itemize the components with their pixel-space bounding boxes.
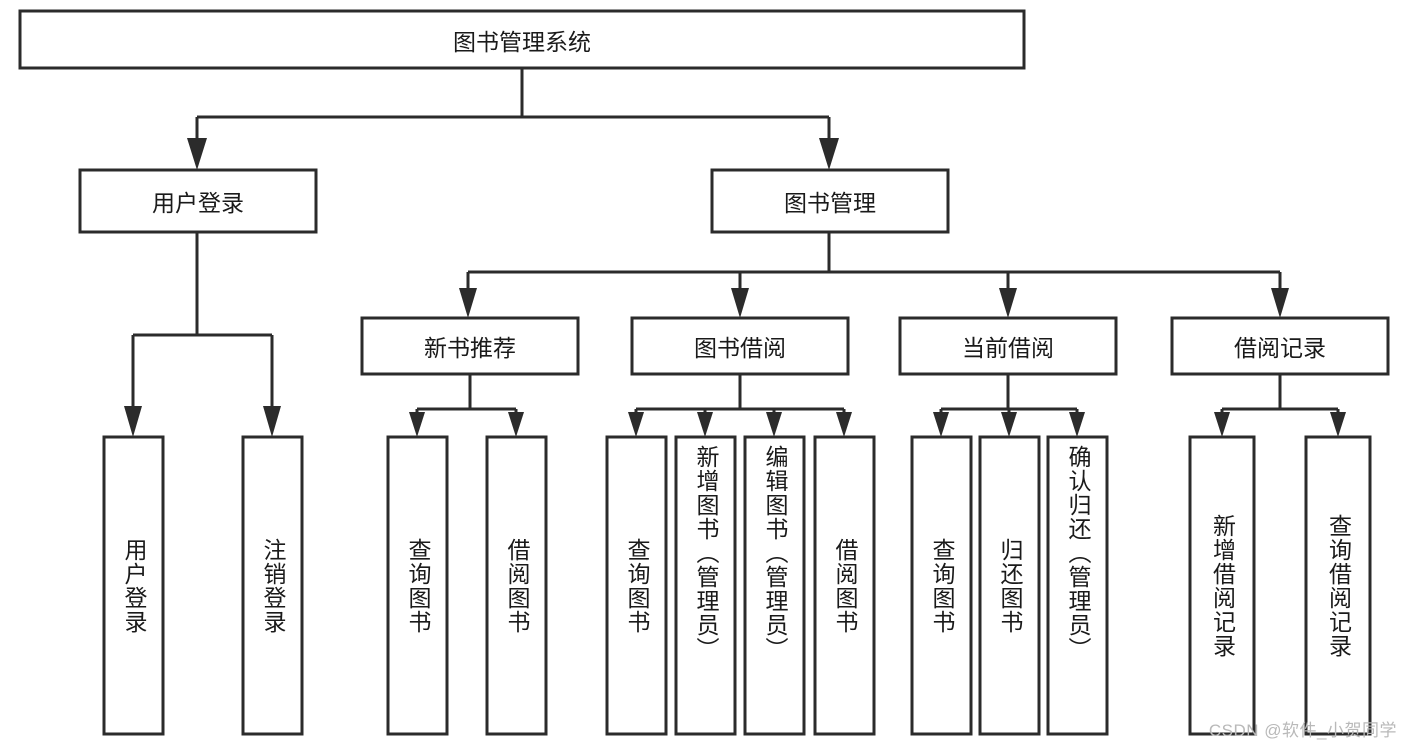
arrowhead-to-new-book xyxy=(459,288,477,318)
arrowhead-br-leaf-2 xyxy=(1330,412,1346,437)
arrowhead-bb-leaf-4 xyxy=(836,412,852,437)
arrowhead-br-leaf-1 xyxy=(1214,412,1230,437)
node-box-leaf-new-book-2[interactable] xyxy=(485,435,548,736)
arrowhead-leaf-user-login-1 xyxy=(124,406,142,437)
arrowhead-cb-leaf-2 xyxy=(1001,412,1017,437)
connector-group-user-login-to-leaves xyxy=(124,232,281,437)
node-box-leaf-user-login-2[interactable] xyxy=(241,435,304,736)
node-box-new-book-recommend[interactable] xyxy=(360,316,580,376)
node-box-leaf-user-login-1[interactable] xyxy=(102,435,165,736)
arrowhead-nb-leaf-1 xyxy=(409,412,425,437)
node-box-leaf-borrow-records-1[interactable] xyxy=(1188,435,1256,736)
arrowhead-leaf-user-login-2 xyxy=(263,406,281,437)
connector-group-book-manage-to-level2 xyxy=(459,232,1289,318)
arrowhead-to-borrow-records xyxy=(1271,288,1289,318)
node-box-book-manage[interactable] xyxy=(710,168,950,234)
arrowhead-bb-leaf-1 xyxy=(628,412,644,437)
arrowhead-cb-leaf-3 xyxy=(1069,412,1085,437)
connector-group-new-book-to-leaves xyxy=(409,374,524,437)
connector-group-book-borrow-to-leaves xyxy=(628,374,852,437)
node-box-book-borrow[interactable] xyxy=(630,316,850,376)
node-box-leaf-book-borrow-1[interactable] xyxy=(605,435,668,736)
arrowhead-to-book-manage xyxy=(819,138,839,170)
node-box-leaf-current-borrow-1[interactable] xyxy=(910,435,973,736)
arrowhead-to-user-login xyxy=(187,138,207,170)
node-box-leaf-new-book-1[interactable] xyxy=(386,435,449,736)
node-box-leaf-current-borrow-2[interactable] xyxy=(978,435,1041,736)
arrowhead-bb-leaf-2 xyxy=(697,412,713,437)
connector-group-current-borrow-to-leaves xyxy=(933,374,1085,437)
node-box-leaf-borrow-records-2[interactable] xyxy=(1304,435,1372,736)
connector-group-root-to-level1 xyxy=(187,68,839,170)
node-box-current-borrow[interactable] xyxy=(898,316,1118,376)
arrowhead-bb-leaf-3 xyxy=(766,412,782,437)
node-box-borrow-records[interactable] xyxy=(1170,316,1390,376)
node-box-leaf-book-borrow-2[interactable] xyxy=(674,435,737,736)
node-box-user-login[interactable] xyxy=(78,168,318,234)
arrowhead-to-current-borrow xyxy=(999,288,1017,318)
arrowhead-cb-leaf-1 xyxy=(933,412,949,437)
node-box-root[interactable] xyxy=(18,9,1026,70)
arrowhead-nb-leaf-2 xyxy=(508,412,524,437)
connector-group-borrow-records-to-leaves xyxy=(1214,374,1346,437)
node-box-leaf-book-borrow-3[interactable] xyxy=(743,435,806,736)
node-box-leaf-book-borrow-4[interactable] xyxy=(813,435,876,736)
node-box-leaf-current-borrow-3[interactable] xyxy=(1046,435,1109,736)
arrowhead-to-book-borrow xyxy=(731,288,749,318)
